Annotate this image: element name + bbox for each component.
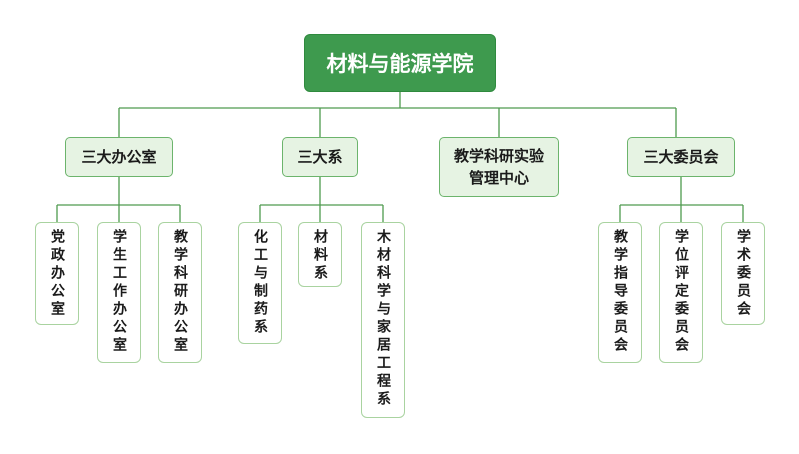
dept-label: 三大系: [297, 148, 343, 166]
leaf-chem-pharma-dept: 化工与制药系: [238, 222, 282, 344]
root-label: 材料与能源学院: [326, 52, 474, 76]
leaf-label: 教学科研办公室: [172, 229, 188, 355]
leaf-label: 教学指导委员会: [612, 229, 628, 355]
dept-node-departments: 三大系: [282, 137, 358, 177]
leaf-party-office: 党政办公室: [35, 222, 79, 325]
leaf-label: 木材科学与家居工程系: [375, 229, 391, 409]
leaf-teaching-research-office: 教学科研办公室: [158, 222, 202, 363]
leaf-academic-committee: 学术委员会: [721, 222, 765, 325]
leaf-wood-furniture-dept: 木材科学与家居工程系: [361, 222, 405, 418]
leaf-label: 学生工作办公室: [111, 229, 127, 355]
root-node: 材料与能源学院: [304, 34, 496, 92]
leaf-teaching-guidance-committee: 教学指导委员会: [598, 222, 642, 363]
leaf-label: 学术委员会: [735, 229, 751, 319]
dept-label: 三大办公室: [81, 148, 157, 166]
leaf-materials-dept: 材料系: [298, 222, 342, 287]
dept-label: 三大委员会: [643, 148, 719, 166]
dept-label-line-2: 管理中心: [468, 169, 529, 187]
dept-node-offices: 三大办公室: [65, 137, 173, 177]
leaf-label: 化工与制药系: [252, 229, 268, 337]
dept-label-line-1: 教学科研实验: [453, 147, 544, 165]
leaf-label: 材料系: [312, 229, 328, 283]
dept-node-lab-center: 教学科研实验 管理中心: [439, 137, 559, 197]
leaf-label: 党政办公室: [49, 229, 65, 319]
leaf-degree-committee: 学位评定委员会: [659, 222, 703, 363]
leaf-label: 学位评定委员会: [673, 229, 689, 355]
leaf-student-affairs-office: 学生工作办公室: [97, 222, 141, 363]
dept-node-committees: 三大委员会: [627, 137, 735, 177]
